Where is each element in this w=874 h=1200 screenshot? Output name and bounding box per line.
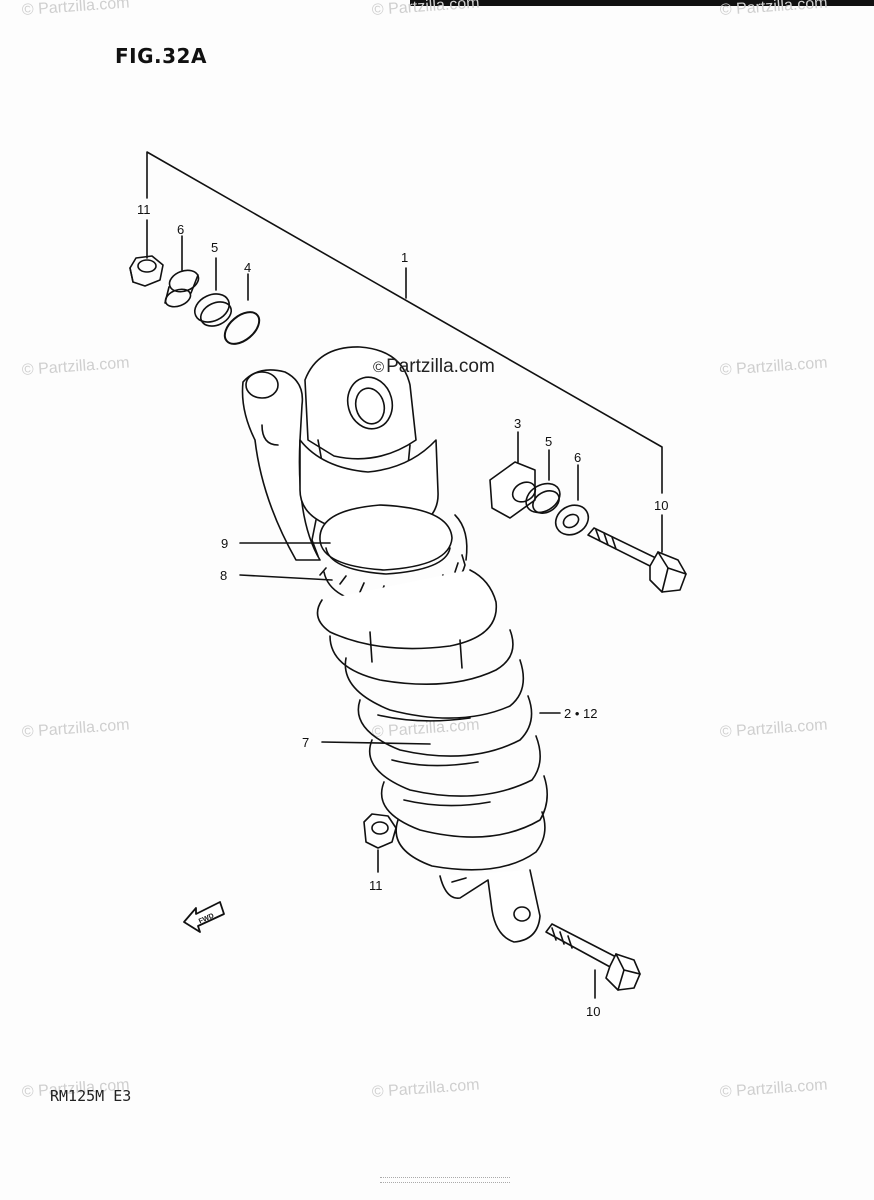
bolt-10-top-icon bbox=[587, 527, 687, 593]
footer-fine-print bbox=[380, 1175, 510, 1187]
center-watermark: ©Partzilla.com bbox=[373, 356, 495, 378]
leader-line-7 bbox=[321, 741, 431, 745]
callout-6-right: 6 bbox=[574, 450, 581, 465]
callout-5-right: 5 bbox=[545, 434, 552, 449]
top-nut-11-icon bbox=[129, 255, 164, 287]
scan-edge-bar bbox=[410, 0, 874, 6]
fwd-arrow-icon bbox=[183, 901, 225, 933]
callout-11-bottom: 11 bbox=[369, 878, 383, 893]
seal-5-left-icon bbox=[193, 293, 233, 327]
bolt-10-bottom-icon bbox=[545, 923, 641, 991]
callout-4: 4 bbox=[244, 260, 251, 275]
callout-7: 7 bbox=[302, 735, 309, 750]
model-code: RM125M E3 bbox=[50, 1087, 132, 1105]
bushing-6-left-icon bbox=[164, 269, 200, 308]
figure-title: FIG.32A bbox=[115, 44, 207, 68]
callout-5-left: 5 bbox=[211, 240, 218, 255]
callout-10-bottom: 10 bbox=[586, 1004, 600, 1019]
callout-1: 1 bbox=[401, 250, 408, 265]
callout-6-left: 6 bbox=[177, 222, 184, 237]
circlip-4-icon bbox=[223, 311, 261, 345]
seal-5-right-icon bbox=[525, 482, 561, 514]
callout-3: 3 bbox=[514, 416, 521, 431]
assembly-bracket-line bbox=[146, 151, 663, 494]
center-watermark-text: Partzilla.com bbox=[386, 356, 495, 377]
callout-11-top: 11 bbox=[137, 202, 151, 217]
shock-absorber-icon bbox=[241, 346, 548, 943]
leader-line-8 bbox=[239, 574, 333, 581]
callout-10-top: 10 bbox=[654, 498, 668, 513]
copyright-icon: © bbox=[373, 359, 385, 376]
callout-9: 9 bbox=[221, 536, 228, 551]
lower-nut-11-icon bbox=[363, 813, 397, 849]
callout-8: 8 bbox=[220, 568, 227, 583]
callout-2-12: 2 • 12 bbox=[564, 706, 597, 721]
bushing-6-right-icon bbox=[554, 504, 590, 536]
